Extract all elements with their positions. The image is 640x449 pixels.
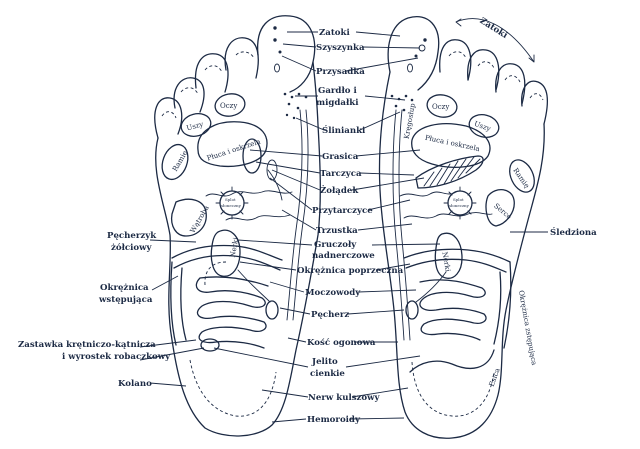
left-ears-label: Uszy (186, 120, 205, 132)
label-jelito: Jelito (311, 357, 338, 367)
left-bladder-zone (265, 300, 279, 320)
label-okreznica-wstepujaca-2: wstępująca (98, 295, 153, 305)
right-pineal-dots (407, 38, 427, 73)
left-toe-2-outline (224, 37, 259, 79)
right-ears-zone (468, 114, 500, 138)
label-moczowody: Moczowody (305, 288, 361, 298)
left-spine-line (286, 109, 303, 321)
left-foot-outline (155, 61, 321, 437)
left-sciatic-dash (189, 359, 277, 417)
labels: Zatoki Zatoki Szyszynka Przysadka Gardło… (18, 16, 597, 425)
left-shoulder-zone (161, 143, 189, 181)
left-thyroid-zone (242, 138, 262, 174)
label-zatoki: Zatoki (319, 28, 350, 38)
label-zastawka-1: Zastawka krętniczo-kątnicza (18, 340, 156, 350)
right-sciatic-dash (411, 361, 495, 417)
descending-colon (503, 261, 512, 349)
label-zolciowy: żółciowy (111, 242, 153, 253)
label-sledziona: Śledziona (550, 226, 597, 238)
label-nadnerczowe: nadnerczowe (312, 251, 375, 261)
label-przytarczyce: Przytarczyce (312, 206, 373, 216)
leader-lines (139, 18, 548, 423)
right-big-toe-outline (387, 16, 440, 91)
label-slinianki: Ślinianki (322, 124, 366, 136)
left-toe-5-outline (154, 97, 183, 139)
right-kidney-label: Nerki (440, 251, 451, 273)
right-shoulder-zone (509, 159, 535, 193)
right-eyes-zone (426, 94, 458, 118)
descending-colon-label: Okrężnica zstępująca (517, 290, 538, 366)
right-ears-label: Uszy (473, 120, 492, 133)
left-big-toe-outline (256, 15, 316, 93)
left-transverse-colon (171, 244, 283, 261)
right-small-intestine (419, 279, 487, 341)
left-kidney-label: Nerki (229, 236, 240, 258)
label-zatoki-right: Zatoki (478, 16, 510, 41)
right-lungs-label: Płuca i oskrzela (424, 134, 480, 153)
left-foot: Uszy Oczy Płuca i oskrzela Ramię Splot s… (154, 15, 321, 437)
label-przysadka: Przysadka (316, 67, 365, 77)
heart-label: Serce (492, 202, 513, 221)
left-ears-zone (180, 113, 212, 137)
right-bladder-zone (405, 300, 419, 320)
right-foot: Kręgosłup Oczy Uszy Płuca i oskrzela Ram… (378, 16, 549, 439)
left-ascending-colon (170, 261, 177, 346)
left-ileocecal-valve (200, 338, 220, 352)
svg-text:słoneczny: słoneczny (221, 203, 242, 208)
left-kidney-zone (210, 229, 241, 277)
label-okreznica-wstepujaca-1: Okrężnica (100, 283, 149, 293)
right-lungs-zone (411, 123, 491, 168)
right-toe-5-outline (521, 80, 549, 125)
label-tarczyca: Tarczyca (320, 169, 362, 179)
right-eyes-label: Oczy (432, 103, 449, 111)
label-nerw-kulszowy: Nerw kulszowy (308, 393, 381, 403)
label-zoladek: Żołądek (320, 183, 359, 196)
left-lungs-zone (197, 121, 268, 168)
right-toe-2-outline (439, 39, 472, 81)
svg-text:Splot: Splot (225, 197, 236, 202)
label-hemoroidy: Hemoroidy (307, 415, 361, 425)
sigmoid-colon (409, 349, 495, 373)
svg-text:słoneczny: słoneczny (449, 203, 470, 208)
stomach-hatched (415, 155, 484, 189)
right-foot-outline (378, 71, 545, 439)
right-throat-dots (390, 94, 414, 112)
left-shoulder-label: Ramię (171, 149, 189, 173)
label-pecherz: Pęcherz (311, 310, 349, 320)
label-gardlo: Gardło i (318, 86, 357, 96)
label-cienkie: cienkie (310, 369, 345, 379)
label-trzustka: Trzustka (316, 226, 358, 236)
label-grasica: Grasica (322, 152, 359, 162)
left-eyes-label: Oczy (220, 102, 237, 110)
svg-text:Splot: Splot (453, 197, 464, 202)
label-pecherzyk: Pęcherzyk (107, 231, 157, 241)
left-throat-dots (283, 92, 308, 120)
left-eyes-zone (214, 93, 246, 117)
left-liver-zone (170, 198, 207, 237)
right-toe-3-outline (467, 49, 500, 91)
label-okreznica-poprzeczna: Okrężnica poprzeczna (297, 266, 404, 276)
label-kosc-ogonowa: Kość ogonowa (307, 337, 376, 348)
label-gruczoly: Gruczoły (314, 240, 357, 250)
left-small-intestine (195, 276, 269, 349)
label-zastawka-2: i wyrostek robaczkowy (62, 352, 171, 362)
label-szyszynka: Szyszynka (316, 43, 365, 53)
left-solar-plexus: Splot słoneczny (215, 186, 249, 220)
left-pineal-dots (273, 26, 282, 73)
label-migdalki: migdałki (316, 98, 359, 108)
label-kolano: Kolano (118, 379, 152, 389)
right-spine-line (392, 109, 405, 341)
right-kidney-zone (434, 232, 463, 279)
right-shoulder-label: Ramię (511, 167, 531, 190)
right-toe-4-outline (495, 63, 526, 105)
left-toe-3-outline (194, 53, 229, 93)
left-toe-4-outline (173, 77, 205, 113)
